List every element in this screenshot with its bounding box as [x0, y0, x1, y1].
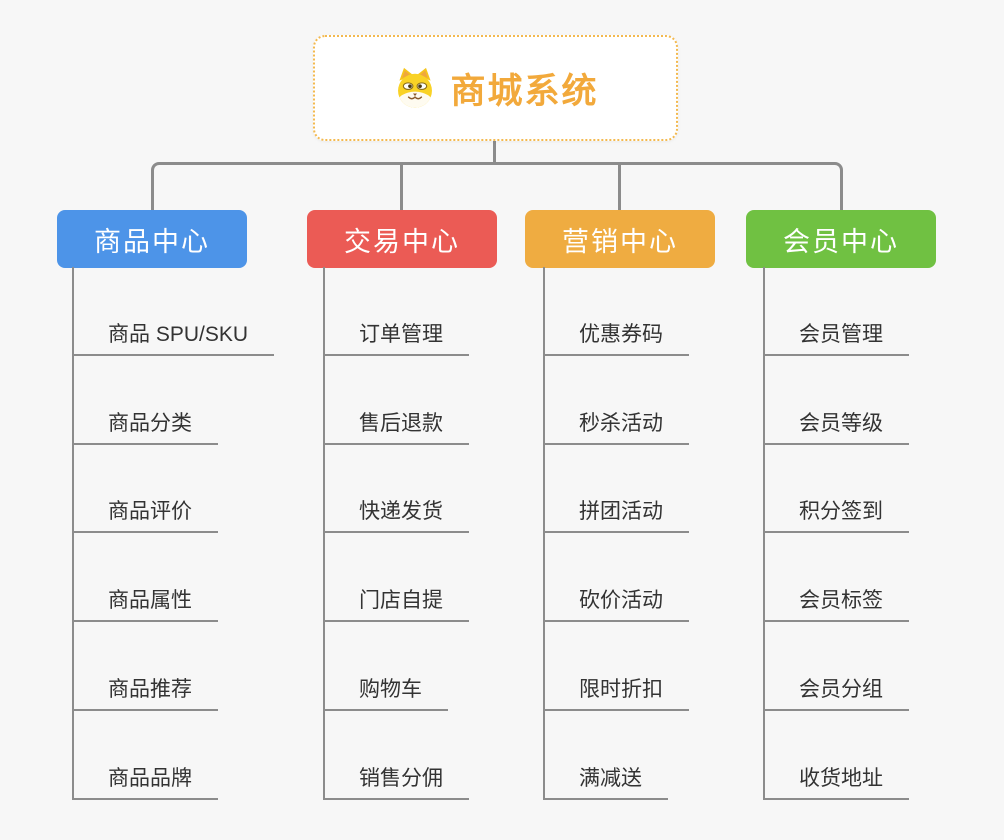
- mindmap-leaf[interactable]: 会员等级: [765, 356, 1004, 445]
- leaf-label: 商品推荐: [74, 673, 218, 712]
- leaf-label: 销售分佣: [325, 762, 469, 800]
- mindmap-leaf[interactable]: 积分签到: [765, 445, 1004, 534]
- mindmap-leaf[interactable]: 优惠券码: [545, 267, 793, 356]
- leaf-label: 订单管理: [325, 318, 469, 356]
- mindmap-leaf[interactable]: 销售分佣: [325, 711, 573, 800]
- leaf-label: 购物车: [325, 673, 448, 712]
- mindmap-leaf[interactable]: 订单管理: [325, 267, 573, 356]
- branch-children-marketing: 优惠券码秒杀活动拼团活动砍价活动限时折扣满减送: [543, 267, 793, 800]
- leaf-label: 满减送: [545, 762, 668, 800]
- connector-rail: [160, 162, 830, 165]
- branch-children-member: 会员管理会员等级积分签到会员标签会员分组收货地址: [763, 267, 1004, 800]
- mindmap-leaf[interactable]: 商品评价: [74, 445, 322, 534]
- connector-elbow-left: [151, 162, 176, 213]
- mindmap-leaf[interactable]: 购物车: [325, 622, 573, 712]
- leaf-label: 砍价活动: [545, 584, 689, 623]
- mindmap-leaf[interactable]: 商品属性: [74, 533, 322, 623]
- connector-drop-marketing: [618, 162, 621, 210]
- leaf-label: 收货地址: [765, 762, 909, 800]
- mindmap-leaf[interactable]: 门店自提: [325, 533, 573, 623]
- leaf-label: 秒杀活动: [545, 407, 689, 445]
- leaf-label: 商品分类: [74, 407, 218, 445]
- leaf-label: 拼团活动: [545, 495, 689, 534]
- mindmap-leaf[interactable]: 收货地址: [765, 711, 1004, 800]
- connector-elbow-right: [818, 162, 843, 213]
- leaf-label: 会员分组: [765, 673, 909, 712]
- connector-root-stub: [493, 141, 496, 164]
- leaf-label: 限时折扣: [545, 673, 689, 712]
- leaf-label: 会员管理: [765, 318, 909, 356]
- mindmap-leaf[interactable]: 商品分类: [74, 356, 322, 445]
- branch-node-member-center[interactable]: 会员中心: [746, 210, 936, 268]
- leaf-label: 优惠券码: [545, 318, 689, 356]
- mindmap-leaf[interactable]: 砍价活动: [545, 533, 793, 623]
- mindmap-leaf[interactable]: 秒杀活动: [545, 356, 793, 445]
- mindmap-leaf[interactable]: 限时折扣: [545, 622, 793, 712]
- mindmap-leaf[interactable]: 商品品牌: [74, 711, 322, 800]
- leaf-label: 快递发货: [325, 495, 469, 534]
- mindmap-leaf[interactable]: 快递发货: [325, 445, 573, 534]
- mindmap-leaf[interactable]: 会员标签: [765, 533, 1004, 623]
- mindmap-leaf[interactable]: 商品 SPU/SKU: [74, 267, 322, 356]
- branch-children-trade: 订单管理售后退款快递发货门店自提购物车销售分佣: [323, 267, 573, 800]
- mindmap-leaf[interactable]: 商品推荐: [74, 622, 322, 712]
- leaf-label: 会员等级: [765, 407, 909, 445]
- leaf-label: 会员标签: [765, 584, 909, 623]
- branch-children-product: 商品 SPU/SKU 商品分类商品评价商品属性商品推荐商品品牌: [72, 267, 322, 800]
- mindmap-leaf[interactable]: 会员分组: [765, 622, 1004, 712]
- root-node[interactable]: 商城系统: [313, 35, 678, 141]
- leaf-label: 商品 SPU/SKU: [74, 318, 275, 356]
- branch-node-trade-center[interactable]: 交易中心: [307, 210, 497, 268]
- mindmap-leaf[interactable]: 会员管理: [765, 267, 1004, 356]
- mindmap-leaf[interactable]: 满减送: [545, 711, 793, 800]
- leaf-label: 商品品牌: [74, 762, 218, 800]
- leaf-label: 门店自提: [325, 584, 469, 623]
- leaf-label: 商品评价: [74, 495, 218, 534]
- leaf-label: 售后退款: [325, 407, 469, 445]
- connector-drop-trade: [400, 162, 403, 210]
- root-title: 商城系统: [450, 71, 599, 111]
- leaf-label: 积分签到: [765, 495, 909, 534]
- branch-node-product-center[interactable]: 商品中心: [57, 210, 247, 268]
- branch-node-marketing-center[interactable]: 营销中心: [525, 210, 715, 268]
- leaf-label: 商品属性: [74, 584, 218, 623]
- shiba-dog-icon: [392, 66, 438, 110]
- mindmap-leaf[interactable]: 拼团活动: [545, 445, 793, 534]
- mindmap-leaf[interactable]: 售后退款: [325, 356, 573, 445]
